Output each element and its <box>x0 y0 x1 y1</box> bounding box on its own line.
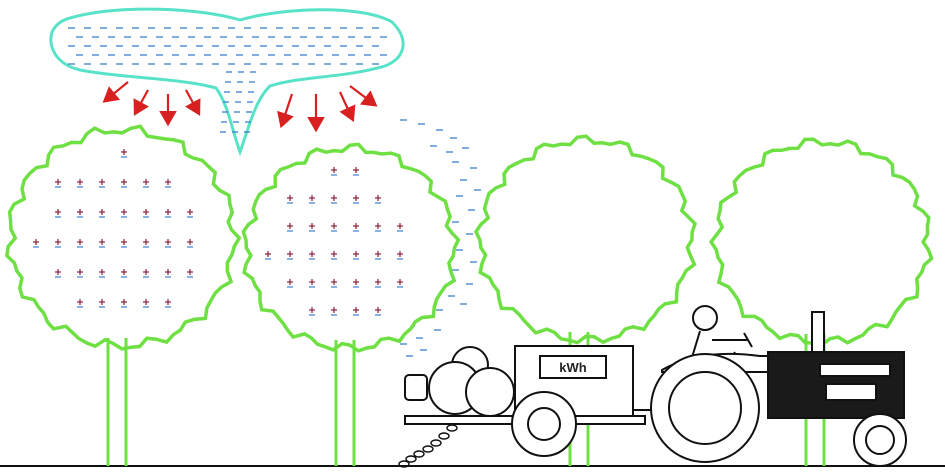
arrow-icon <box>340 92 352 118</box>
arrow-icon <box>106 82 128 100</box>
tree-crown <box>7 126 239 349</box>
arrow-icon <box>350 86 374 104</box>
arrow-icon <box>136 90 148 112</box>
tree-icon <box>7 126 239 466</box>
cloud-icon <box>51 9 403 152</box>
arrow-icon <box>282 94 292 124</box>
tree-crown <box>476 136 695 342</box>
arrow-icon <box>186 90 198 112</box>
chain-icon <box>399 425 457 467</box>
kwh-label: kWh <box>559 360 587 375</box>
tree-crown <box>243 144 458 350</box>
